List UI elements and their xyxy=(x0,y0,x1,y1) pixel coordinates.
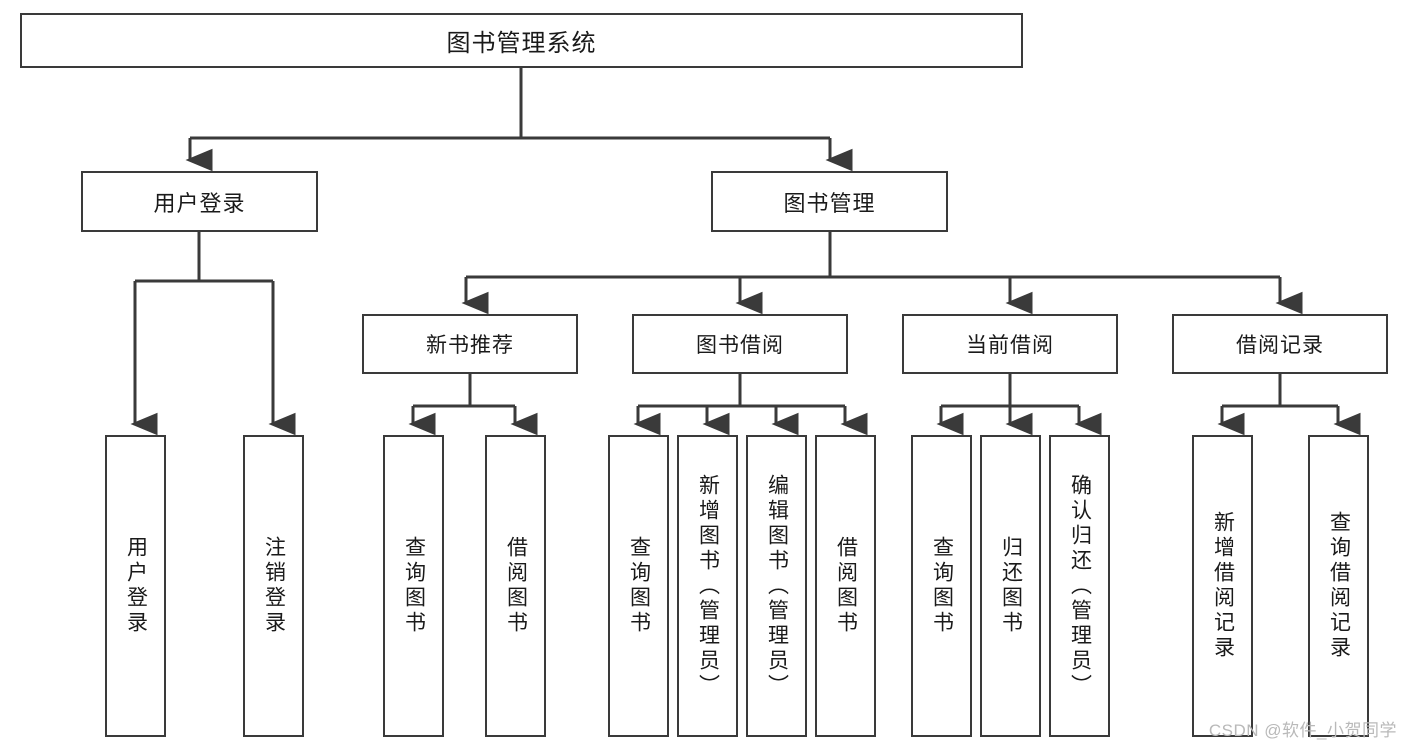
leaf-current-borrow-return[interactable]: 归还图书 xyxy=(980,435,1041,737)
node-label: 注销登录 xyxy=(262,536,286,636)
leaf-book-borrow-add[interactable]: 新增图书（管理员） xyxy=(677,435,738,737)
node-new-book-recommend[interactable]: 新书推荐 xyxy=(362,314,578,374)
node-label: 查询图书 xyxy=(402,536,426,636)
node-label: 图书管理 xyxy=(783,190,876,216)
node-label: 查询图书 xyxy=(627,536,651,636)
node-label: 查询借阅记录 xyxy=(1327,511,1351,661)
leaf-current-borrow-confirm-return[interactable]: 确认归还（管理员） xyxy=(1049,435,1110,737)
leaf-current-borrow-query[interactable]: 查询图书 xyxy=(911,435,972,737)
leaf-book-borrow-edit[interactable]: 编辑图书（管理员） xyxy=(746,435,807,737)
node-label: 归还图书 xyxy=(999,536,1023,636)
leaf-user-login-signin[interactable]: 用户登录 xyxy=(105,435,166,737)
node-current-borrow[interactable]: 当前借阅 xyxy=(902,314,1118,374)
leaf-user-login-signout[interactable]: 注销登录 xyxy=(243,435,304,737)
node-book-management[interactable]: 图书管理 xyxy=(711,171,948,232)
node-label: 新增图书（管理员） xyxy=(696,473,720,699)
leaf-book-borrow-borrow[interactable]: 借阅图书 xyxy=(815,435,876,737)
node-user-login[interactable]: 用户登录 xyxy=(81,171,318,232)
leaf-borrow-record-query[interactable]: 查询借阅记录 xyxy=(1308,435,1369,737)
node-label: 新书推荐 xyxy=(426,334,514,357)
node-label: 查询图书 xyxy=(930,536,954,636)
node-label: 确认归还（管理员） xyxy=(1068,473,1092,699)
leaf-borrow-record-add[interactable]: 新增借阅记录 xyxy=(1192,435,1253,737)
node-label: 图书借阅 xyxy=(696,334,784,357)
node-label: 编辑图书（管理员） xyxy=(765,473,789,699)
leaf-new-book-borrow[interactable]: 借阅图书 xyxy=(485,435,546,737)
node-label: 当前借阅 xyxy=(966,334,1054,357)
node-label: 图书管理系统 xyxy=(446,30,597,57)
node-root-system[interactable]: 图书管理系统 xyxy=(20,13,1023,68)
node-label: 借阅图书 xyxy=(834,536,858,636)
node-borrow-record[interactable]: 借阅记录 xyxy=(1172,314,1388,374)
watermark-text: CSDN @软件_小贺同学 xyxy=(1208,721,1397,740)
node-book-borrow[interactable]: 图书借阅 xyxy=(632,314,848,374)
leaf-book-borrow-query[interactable]: 查询图书 xyxy=(608,435,669,737)
leaf-new-book-query[interactable]: 查询图书 xyxy=(383,435,444,737)
node-label: 借阅记录 xyxy=(1236,334,1324,357)
node-label: 用户登录 xyxy=(153,190,246,216)
node-label: 借阅图书 xyxy=(504,536,528,636)
node-label: 用户登录 xyxy=(124,536,148,636)
node-label: 新增借阅记录 xyxy=(1211,511,1235,661)
